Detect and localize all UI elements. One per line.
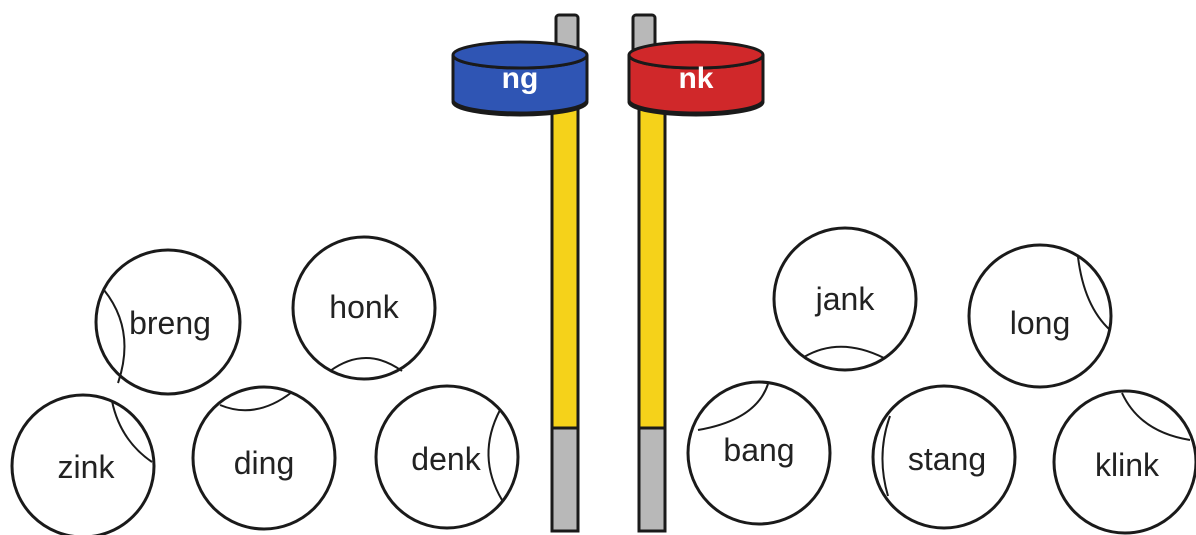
ball-breng[interactable]: breng — [94, 248, 242, 396]
ball-jank[interactable]: jank — [772, 226, 918, 372]
ball-label: breng — [129, 305, 211, 341]
basket-ng-top — [451, 40, 589, 70]
basket-ng[interactable]: ng — [451, 13, 589, 533]
ball-bang[interactable]: bang — [686, 380, 832, 526]
ball-label: long — [1010, 305, 1071, 341]
ball-long[interactable]: long — [967, 243, 1113, 389]
ball-klink[interactable]: klink — [1052, 389, 1196, 535]
basket-nk-label: nk — [678, 62, 713, 95]
ball-denk[interactable]: denk — [374, 384, 520, 530]
ball-label: honk — [329, 289, 399, 325]
ball-label: ding — [234, 445, 295, 481]
basket-nk-top — [627, 40, 765, 70]
ball-honk[interactable]: honk — [291, 235, 437, 381]
basket-ng-pole — [550, 102, 580, 432]
ball-label: jank — [815, 281, 876, 317]
basket-nk-pole — [637, 102, 667, 432]
basket-nk-pole-base — [637, 426, 667, 533]
ball-zink[interactable]: zink — [10, 393, 156, 535]
basket-ng-label: ng — [502, 62, 539, 95]
ball-label: denk — [411, 441, 481, 477]
ball-label: stang — [908, 441, 986, 477]
basket-ng-pole-base — [550, 426, 580, 533]
ball-stang[interactable]: stang — [871, 384, 1017, 530]
basket-nk[interactable]: nk — [627, 13, 765, 533]
ball-label: zink — [58, 449, 116, 485]
ball-label: bang — [723, 432, 794, 468]
ball-label: klink — [1095, 447, 1160, 483]
ball-ding[interactable]: ding — [191, 385, 337, 531]
